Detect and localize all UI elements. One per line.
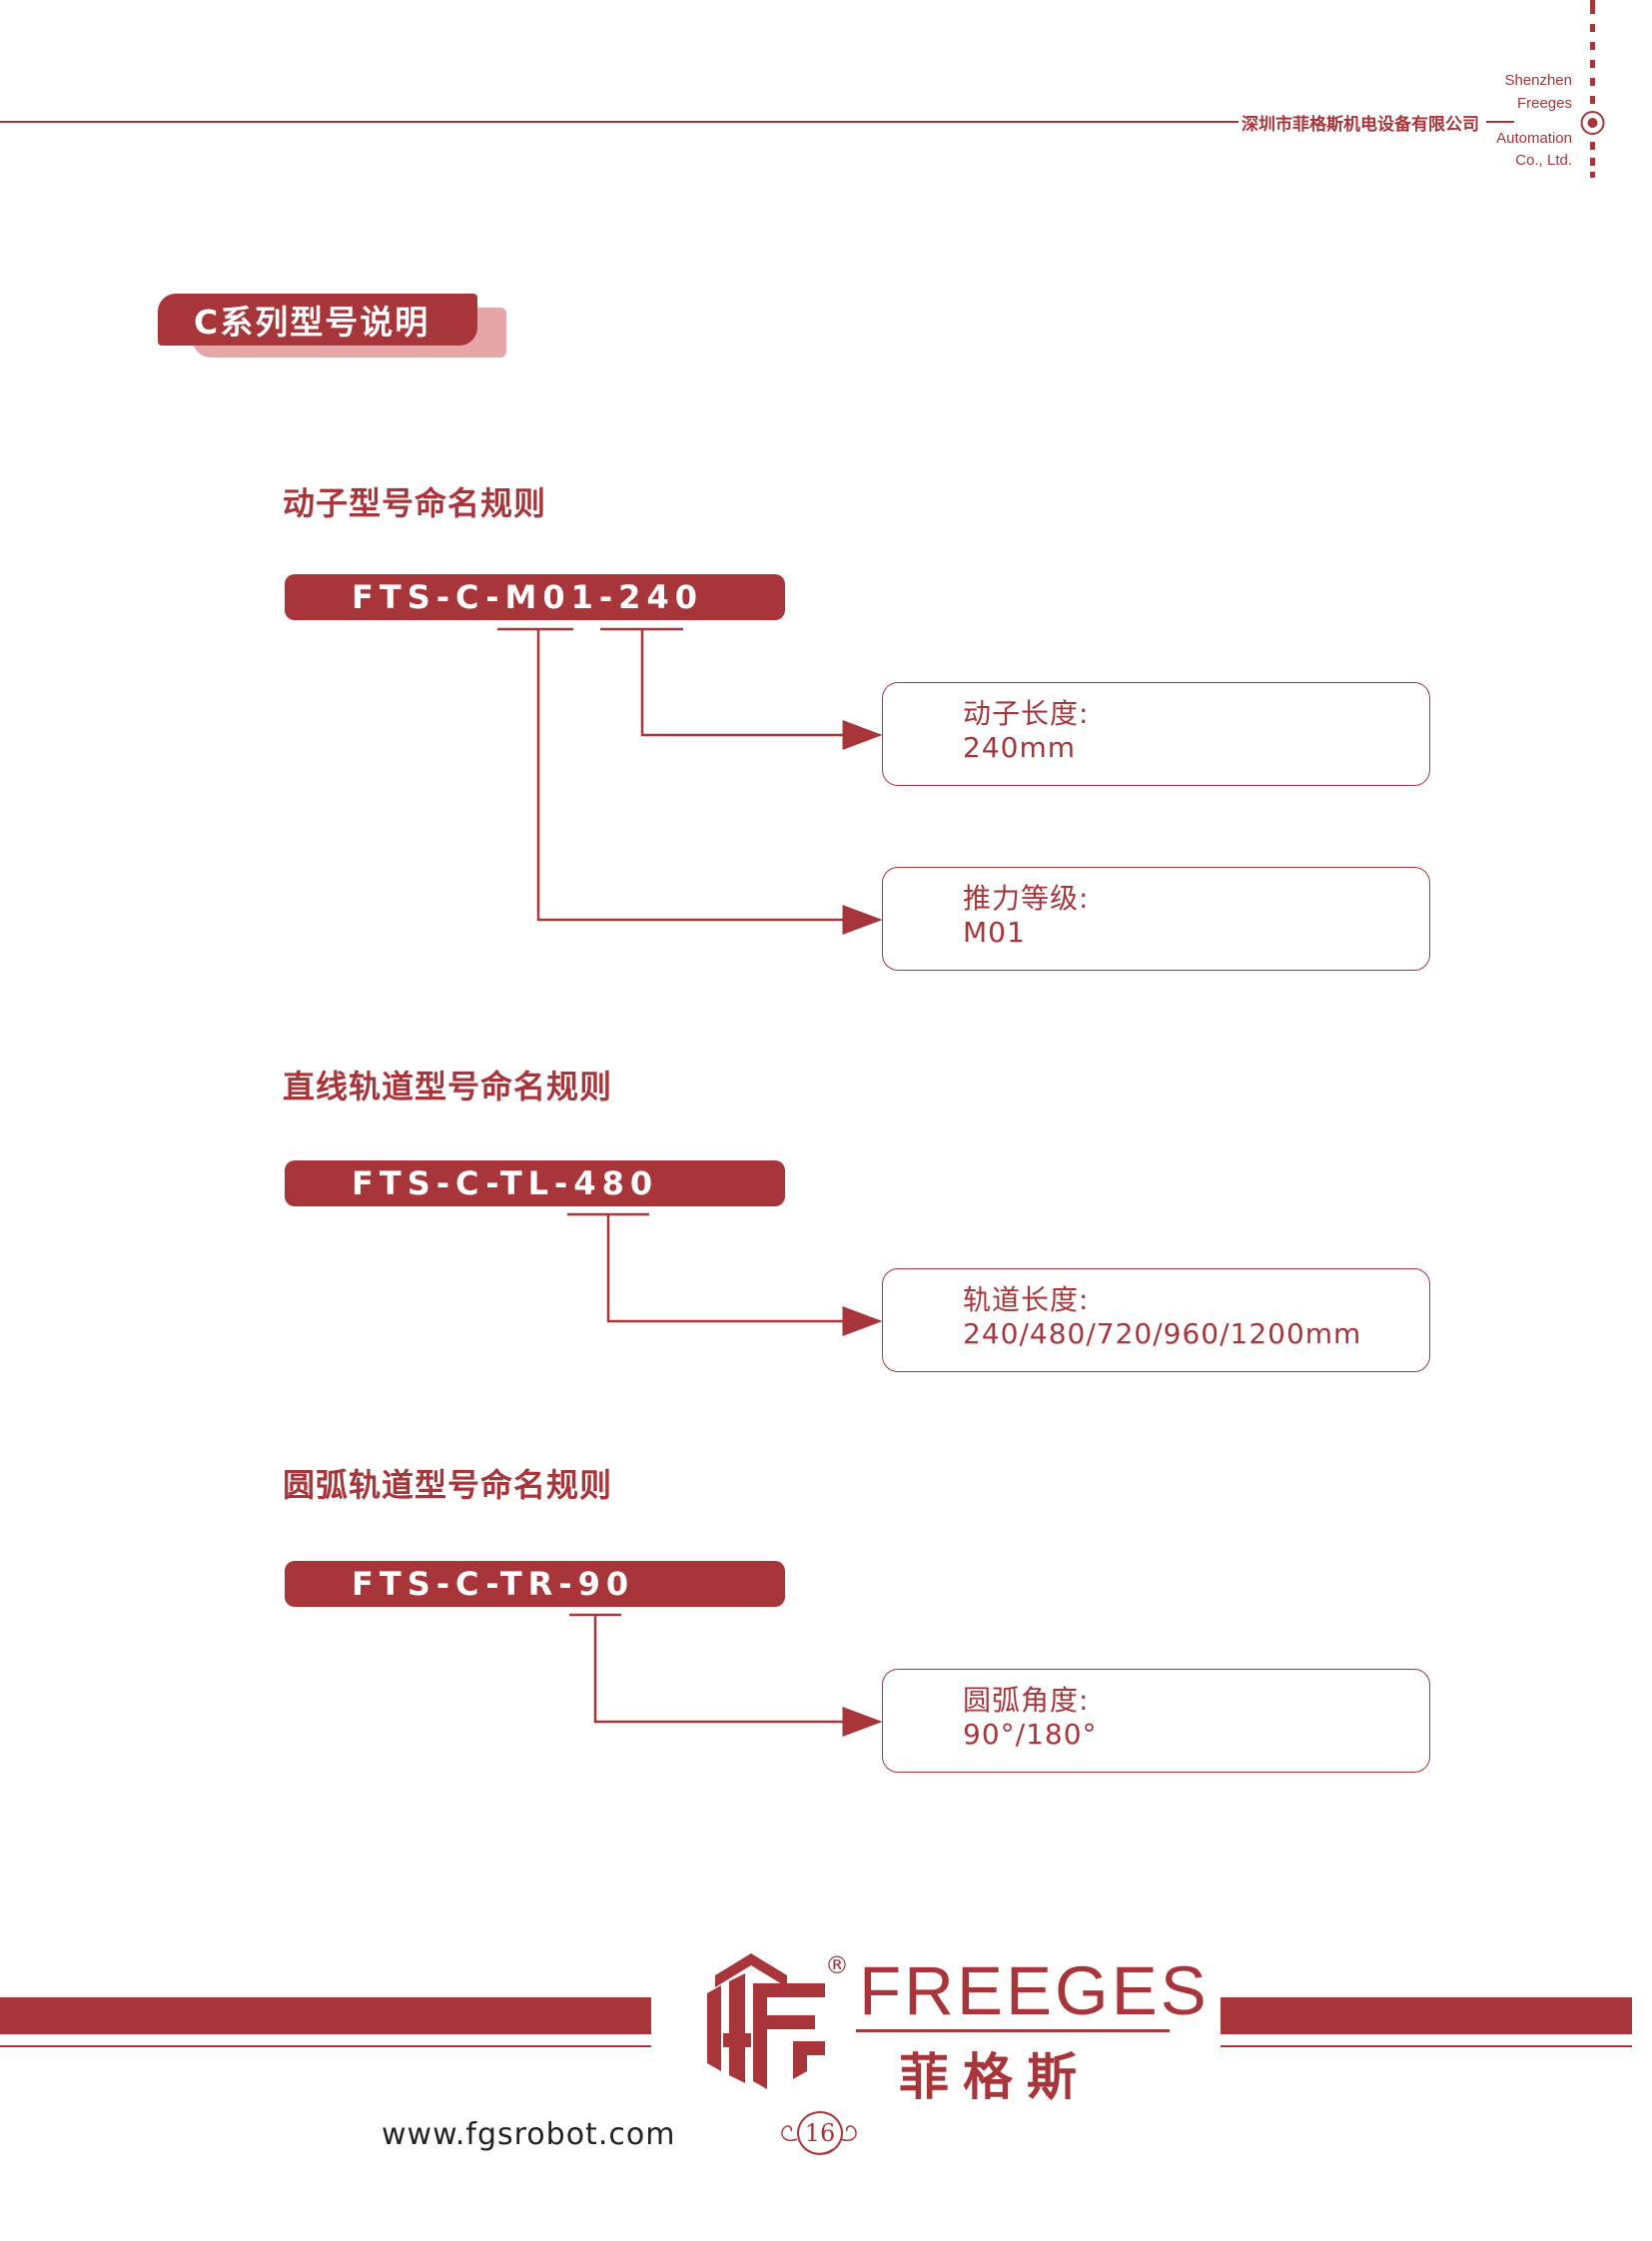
page-number: 16	[797, 2111, 843, 2155]
footer-line-right	[1221, 2045, 1632, 2047]
thrust-level-value: M01	[963, 916, 1026, 949]
track-length-value: 240/480/720/960/1200mm	[963, 1317, 1362, 1350]
track-length-label: 轨道长度:	[963, 1283, 1090, 1316]
freeges-logo-icon	[707, 1953, 825, 2089]
company-name-en-line1: Shenzhen	[1504, 72, 1572, 89]
brand-underline	[856, 2029, 1170, 2032]
company-name-cn: 深圳市菲格斯机电设备有限公司	[1241, 115, 1479, 135]
arrow-to-arc-angle	[593, 1615, 883, 1737]
website-url: www.fgsrobot.com	[382, 2117, 676, 2152]
arc-track-model-code: FTS-C-TR-90	[285, 1561, 785, 1607]
company-name-en-line2: Freeges	[1516, 95, 1572, 112]
arrow-to-mover-length	[640, 629, 883, 750]
thrust-level-box: 推力等级: M01	[882, 867, 1430, 971]
mover-length-box: 动子长度: 240mm	[882, 682, 1430, 786]
mover-naming-heading: 动子型号命名规则	[283, 484, 547, 522]
linear-track-naming-heading: 直线轨道型号命名规则	[283, 1068, 613, 1106]
mover-length-label: 动子长度:	[963, 697, 1090, 730]
arc-angle-box: 圆弧角度: 90°/180°	[882, 1669, 1430, 1773]
section-title: C系列型号说明	[158, 294, 477, 346]
linear-track-model-code: FTS-C-TL-480	[285, 1160, 785, 1206]
company-name-en-line4: Co., Ltd.	[1515, 152, 1572, 169]
brand-name-en: FREEGES	[859, 1952, 1210, 2029]
header-rule-right	[1486, 121, 1514, 123]
footer-line-left	[0, 2045, 651, 2047]
header-dotted-marker	[1580, 0, 1605, 178]
arc-track-naming-heading: 圆弧轨道型号命名规则	[283, 1466, 613, 1504]
company-name-en-line3: Automation	[1496, 130, 1572, 147]
arrow-to-track-length	[606, 1214, 883, 1336]
brand-name-cn: 菲格斯	[899, 2048, 1091, 2106]
footer-bar-right	[1221, 1997, 1632, 2034]
track-length-box: 轨道长度: 240/480/720/960/1200mm	[882, 1268, 1430, 1372]
header-rule	[0, 121, 1239, 123]
mover-model-code: FTS-C-M01-240	[285, 574, 785, 620]
footer-bar-left	[0, 1997, 651, 2034]
thrust-level-label: 推力等级:	[963, 882, 1090, 915]
arrow-to-thrust-level	[536, 629, 883, 935]
registered-mark: ®	[825, 1951, 849, 1979]
mover-length-value: 240mm	[963, 731, 1076, 764]
arc-angle-label: 圆弧角度:	[963, 1684, 1090, 1717]
arc-angle-value: 90°/180°	[963, 1718, 1098, 1751]
